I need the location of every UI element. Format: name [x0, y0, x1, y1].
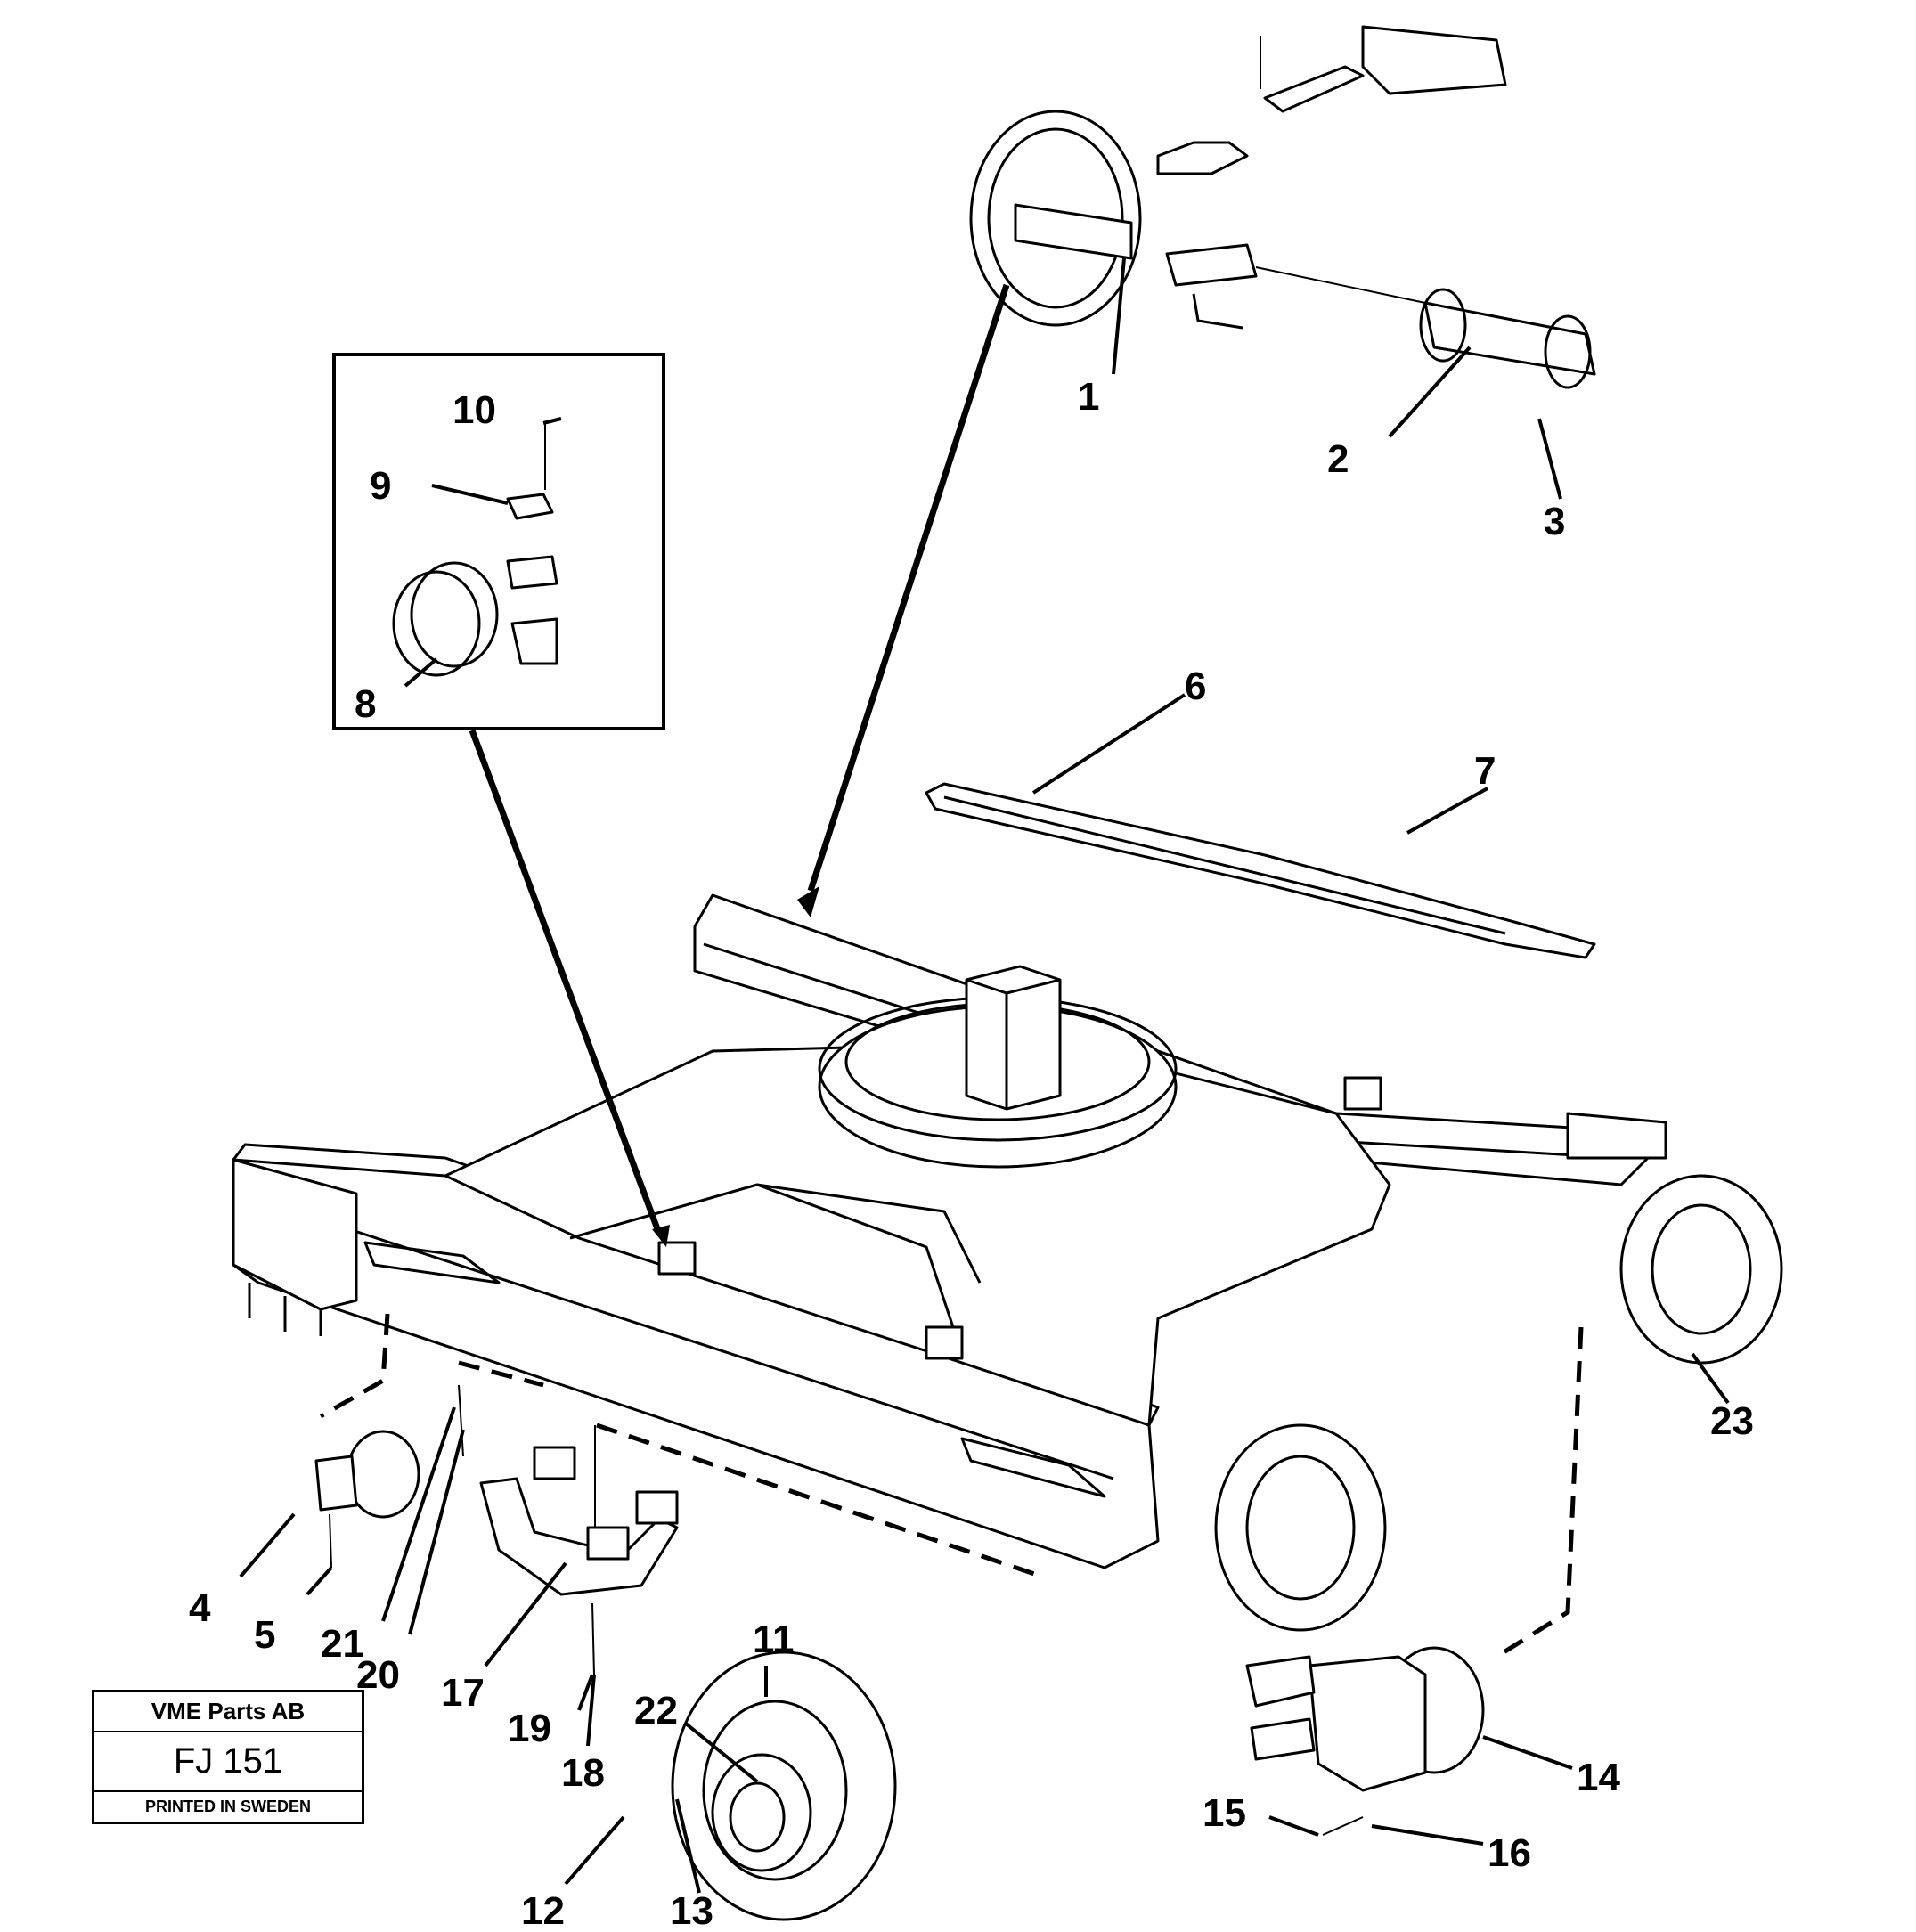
callout-14: 14 — [1577, 1756, 1620, 1799]
callout-21: 21 — [321, 1622, 364, 1666]
callout-7: 7 — [1474, 749, 1496, 793]
callout-23: 23 — [1710, 1399, 1754, 1443]
callout-15: 15 — [1203, 1791, 1246, 1835]
stamp-printed: PRINTED IN SWEDEN — [144, 1797, 311, 1815]
callout-6: 6 — [1185, 664, 1206, 708]
stamp-company: VME Parts AB — [94, 1692, 362, 1732]
callout-20: 20 — [356, 1653, 400, 1697]
callout-13: 13 — [670, 1889, 713, 1932]
callout-22: 22 — [634, 1689, 678, 1732]
callout-19: 19 — [508, 1707, 551, 1750]
leader-lines — [239, 257, 1730, 1894]
callout-17: 17 — [441, 1671, 485, 1715]
stamp-code: FJ 151 — [94, 1732, 362, 1792]
track-guard-6 — [925, 782, 1596, 959]
callout-16: 16 — [1488, 1831, 1531, 1875]
callout-11: 11 — [753, 1618, 795, 1661]
undercarriage-frame — [232, 893, 1783, 1632]
lower-parts — [314, 1384, 1485, 1921]
callout-12: 12 — [521, 1889, 565, 1932]
callout-4: 4 — [189, 1586, 211, 1630]
dashed-connectors — [319, 1313, 1584, 1659]
callout-1: 1 — [1078, 375, 1099, 419]
parts-stamp: VME Parts AB FJ 151 PRINTED IN SWEDEN — [92, 1690, 364, 1824]
inset-box — [332, 353, 665, 730]
callout-18: 18 — [561, 1751, 605, 1795]
callout-3: 3 — [1544, 500, 1565, 543]
idler-assembly — [969, 25, 1596, 389]
callout-9: 9 — [370, 464, 391, 508]
assembly-arrows — [469, 283, 1010, 1247]
callout-2: 2 — [1327, 437, 1349, 481]
callout-5: 5 — [254, 1613, 275, 1657]
callout-labels: 1 2 3 4 5 6 7 8 9 10 11 12 13 14 15 16 1… — [189, 375, 1754, 1932]
callout-8: 8 — [355, 682, 376, 726]
callout-10: 10 — [453, 388, 496, 432]
